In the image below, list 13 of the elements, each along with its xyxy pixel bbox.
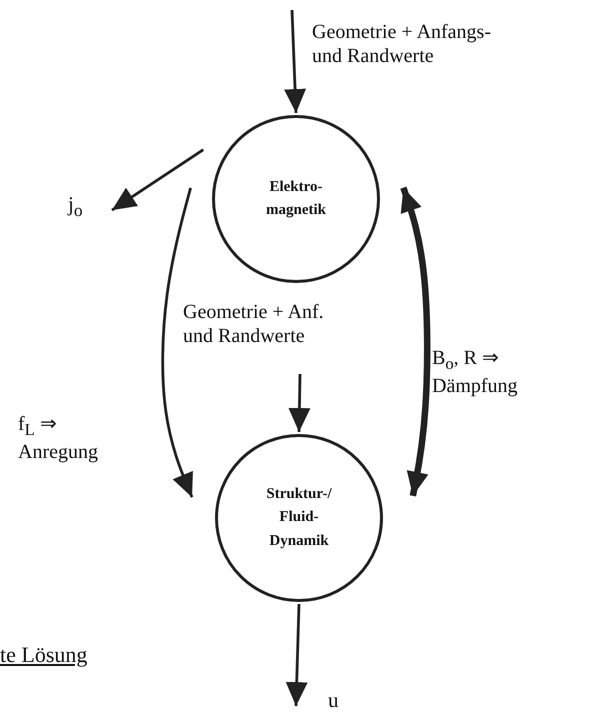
- arrow: [288, 374, 310, 432]
- process-circle: [215, 434, 383, 602]
- arrow: [284, 10, 306, 114]
- arrow: [286, 604, 308, 706]
- arrow: [161, 188, 194, 498]
- symbol-label: u: [328, 688, 338, 712]
- node-label: Struktur-/ Fluid- Dynamik: [266, 485, 332, 551]
- arrow: [400, 186, 430, 496]
- arrow: [111, 148, 204, 212]
- heading-text: te Lösung: [0, 642, 88, 668]
- symbol-label: j$_{o}$: [68, 192, 83, 216]
- node-label: Elektro- magnetik: [266, 178, 326, 220]
- process-circle: [212, 115, 380, 283]
